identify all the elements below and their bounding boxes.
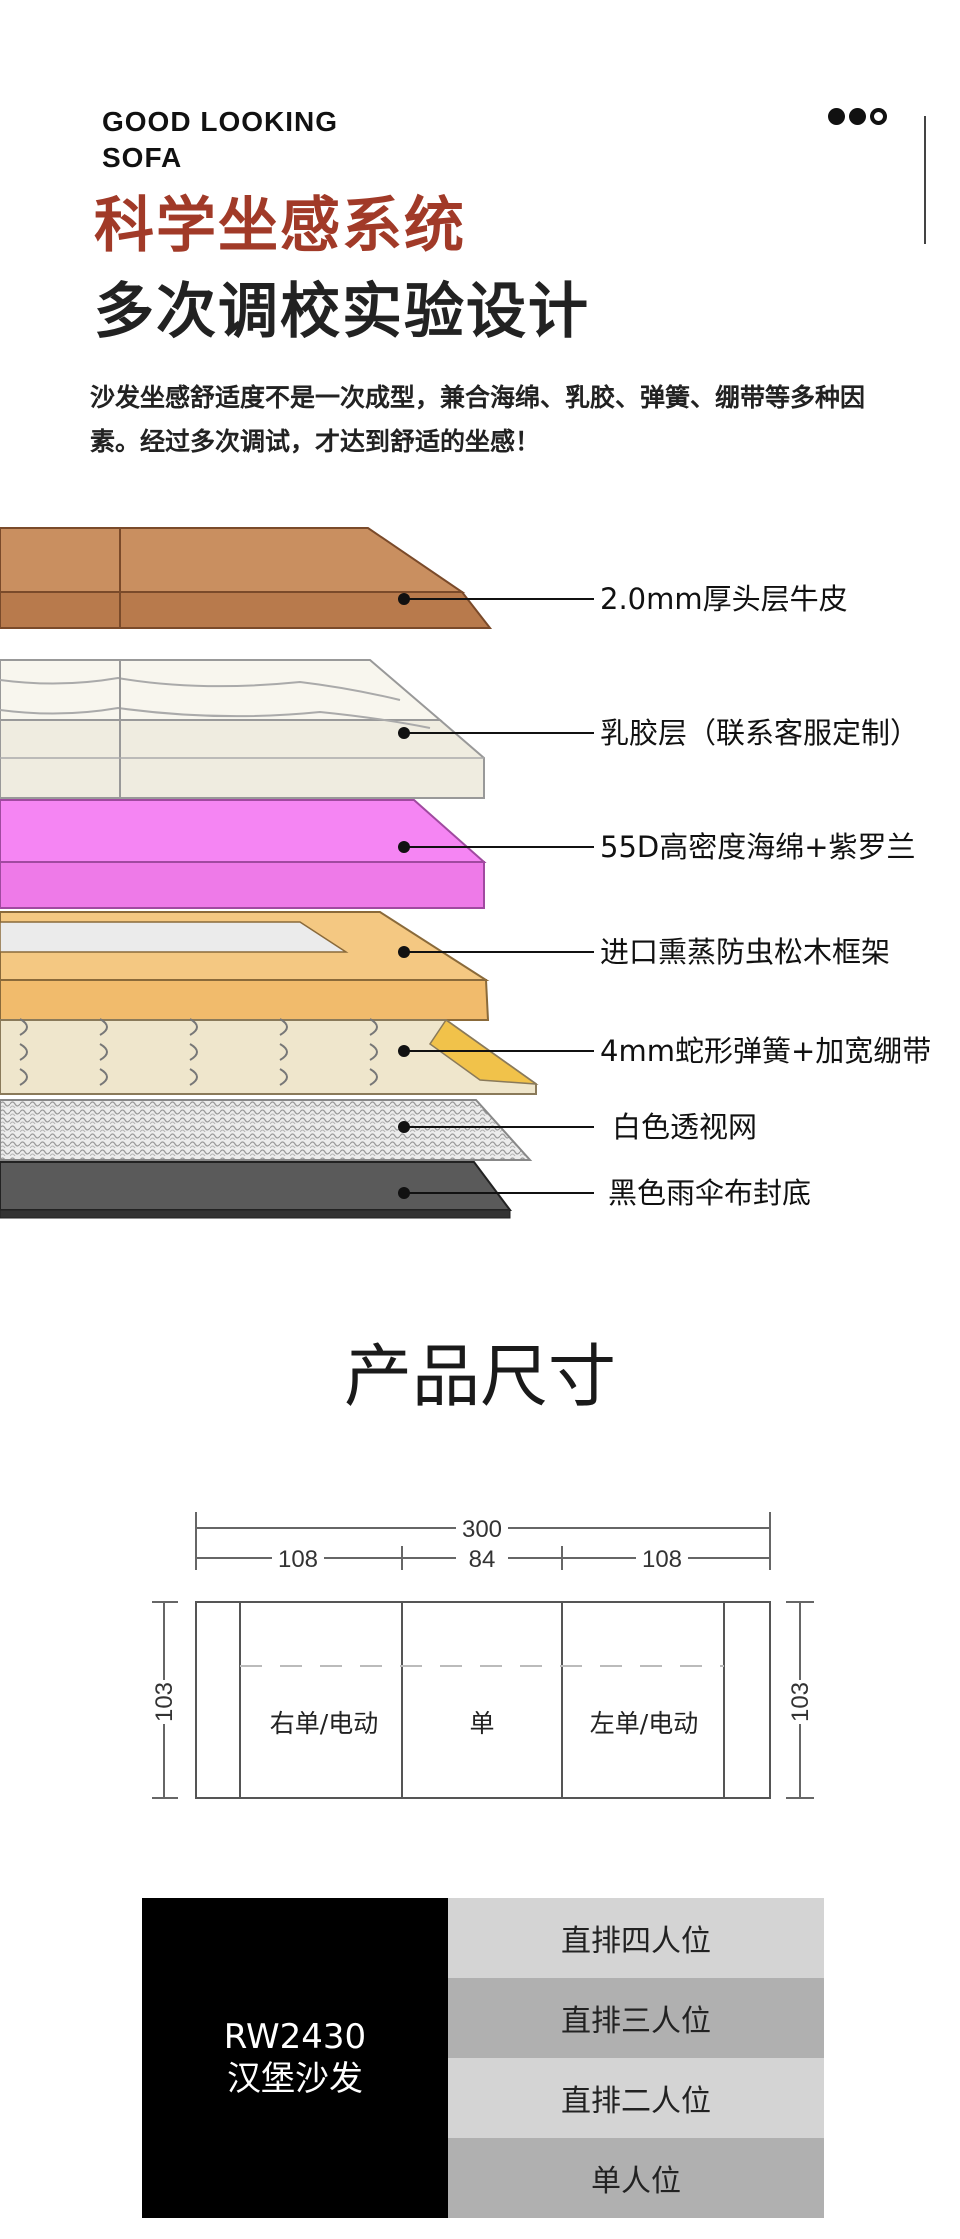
seat-single: 单 xyxy=(469,1709,494,1738)
label-latex: 乳胶层（联系客服定制） xyxy=(600,716,920,750)
brand-line-2: SOFA xyxy=(102,142,183,173)
label-leather: 2.0mm厚头层牛皮 xyxy=(600,582,848,616)
spec-row-four-seat: 直排四人位 xyxy=(448,1898,824,1978)
dim-total: 300 xyxy=(462,1516,502,1543)
sofa-outline xyxy=(195,1601,771,1799)
divider-vertical xyxy=(924,116,926,244)
spec-rows: 直排四人位 直排三人位 直排二人位 单人位 xyxy=(448,1898,824,2218)
layer-leather xyxy=(0,527,493,629)
label-mesh: 白色透视网 xyxy=(612,1110,758,1144)
seat-left-electric: 左单/电动 xyxy=(590,1709,698,1738)
seat-right-electric: 右单/电动 xyxy=(270,1709,378,1738)
dimension-drawing: 300 108 84 108 右单/电动 单 左单/电动 103 xyxy=(0,1500,960,1830)
layer-base xyxy=(0,1161,512,1219)
layer-mesh xyxy=(0,1099,533,1161)
layer-latex xyxy=(0,659,485,799)
pointer-lines xyxy=(398,593,594,1199)
layer-sponge xyxy=(0,799,487,909)
layer-springs xyxy=(0,1018,539,1095)
spec-table: RW2430 汉堡沙发 直排四人位 直排三人位 直排二人位 单人位 xyxy=(142,1898,824,2218)
dot-hollow xyxy=(870,108,887,125)
layers-diagram: 2.0mm厚头层牛皮 乳胶层（联系客服定制） 55D高密度海绵+紫罗兰 进口熏蒸… xyxy=(0,500,960,1240)
spec-model: RW2430 xyxy=(223,2017,367,2057)
dim-depth-left: 103 xyxy=(151,1682,178,1722)
spec-row-two-seat: 直排二人位 xyxy=(448,2058,824,2138)
dots-icon xyxy=(828,108,887,125)
brand-line-1: GOOD LOOKING xyxy=(102,106,338,137)
dim-segment-left: 108 xyxy=(278,1546,318,1573)
brand-logo: GOOD LOOKING SOFA xyxy=(102,104,338,176)
label-frame: 进口熏蒸防虫松木框架 xyxy=(600,935,891,969)
title-dark: 多次调校实验设计 xyxy=(94,277,590,347)
title-red: 科学坐感系统 xyxy=(94,191,466,261)
dim-segment-right: 108 xyxy=(642,1546,682,1573)
dot-filled-2 xyxy=(849,108,866,125)
dimension-svg: 300 108 84 108 右单/电动 单 左单/电动 103 xyxy=(150,1512,814,1799)
label-springs: 4mm蛇形弹簧+加宽绷带 xyxy=(600,1034,932,1068)
intro-paragraph: 沙发坐感舒适度不是一次成型，兼合海绵、乳胶、弹簧、绷带等多种因素。经过多次调试，… xyxy=(90,383,866,456)
spec-row-single-seat: 单人位 xyxy=(448,2138,824,2218)
layers-svg xyxy=(0,527,594,1219)
size-section-title: 产品尺寸 xyxy=(343,1338,616,1417)
spec-name: 汉堡沙发 xyxy=(227,2059,363,2099)
spec-model-cell: RW2430 汉堡沙发 xyxy=(142,1898,448,2218)
dot-filled-1 xyxy=(828,108,845,125)
label-base: 黑色雨伞布封底 xyxy=(608,1176,812,1210)
dim-depth-right: 103 xyxy=(787,1682,814,1722)
spec-row-three-seat: 直排三人位 xyxy=(448,1978,824,2058)
dim-segment-mid: 84 xyxy=(469,1546,496,1573)
layer-frame xyxy=(0,911,490,1021)
label-sponge: 55D高密度海绵+紫罗兰 xyxy=(600,830,916,864)
